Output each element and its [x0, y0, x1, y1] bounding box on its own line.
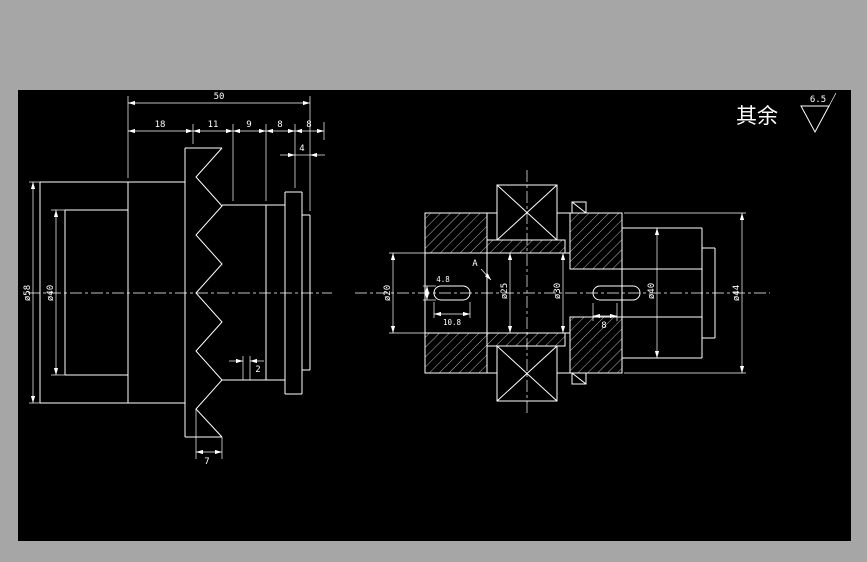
dim-groove-label: 2	[255, 365, 260, 375]
hatch-sleeve-bottom	[424, 332, 488, 374]
hatch-cap-top	[569, 212, 623, 270]
seal-top	[571, 201, 587, 214]
dim-dia-inner-label: ø25	[500, 283, 510, 299]
dim-dia-cap-label: ø40	[647, 283, 657, 299]
dim-flange-label: 4	[299, 144, 304, 154]
dim-seg5-label: 8	[306, 120, 311, 130]
dim-teeth-label: 7	[204, 457, 209, 467]
dim-dia-hub-label: ø40	[46, 285, 56, 301]
left-view-dimensions: 50 18 11 9 8 8 4 ø58 ø40 2	[23, 92, 325, 467]
dim-bore-label: ø20	[383, 285, 393, 301]
dim-dia-flange-label: ø44	[732, 285, 742, 301]
dim-dia-mid-label: ø30	[553, 283, 563, 299]
hatch-ring-bottom	[486, 332, 566, 347]
drawing-sheet[interactable]	[18, 90, 851, 541]
hatch-ring-top	[486, 239, 566, 254]
left-view	[28, 147, 332, 438]
dim-pin-width-label: 4.8	[436, 275, 450, 284]
surface-note-text: 其余	[736, 104, 778, 128]
roughness-symbol-icon	[800, 105, 830, 134]
dim-seg4-label: 8	[277, 120, 282, 130]
dim-total-label: 50	[214, 92, 225, 102]
ratchet-teeth-profile	[195, 147, 223, 438]
dim-seg2-label: 11	[208, 120, 219, 130]
section-label: A	[472, 259, 478, 269]
pin-hole-left	[433, 285, 471, 301]
right-view-dimensions: ø20 4.8 10.8 A ø25 ø30 8 ø40 ø44	[383, 212, 746, 374]
pin-hole-right	[592, 285, 641, 301]
dim-seg1-label: 18	[155, 120, 166, 130]
hatch-sleeve-top	[424, 212, 488, 254]
roughness-value: 6.5	[810, 95, 826, 105]
hatch-cap-bottom	[569, 316, 623, 374]
seal-bottom	[571, 372, 587, 385]
surface-finish-note: 其余 6.5	[736, 92, 837, 134]
right-view	[355, 170, 770, 416]
dim-pin-length-label: 10.8	[443, 318, 462, 327]
dim-dia-outer-label: ø58	[23, 285, 33, 301]
dim-key-label: 8	[601, 321, 606, 331]
dim-seg3-label: 9	[246, 120, 251, 130]
